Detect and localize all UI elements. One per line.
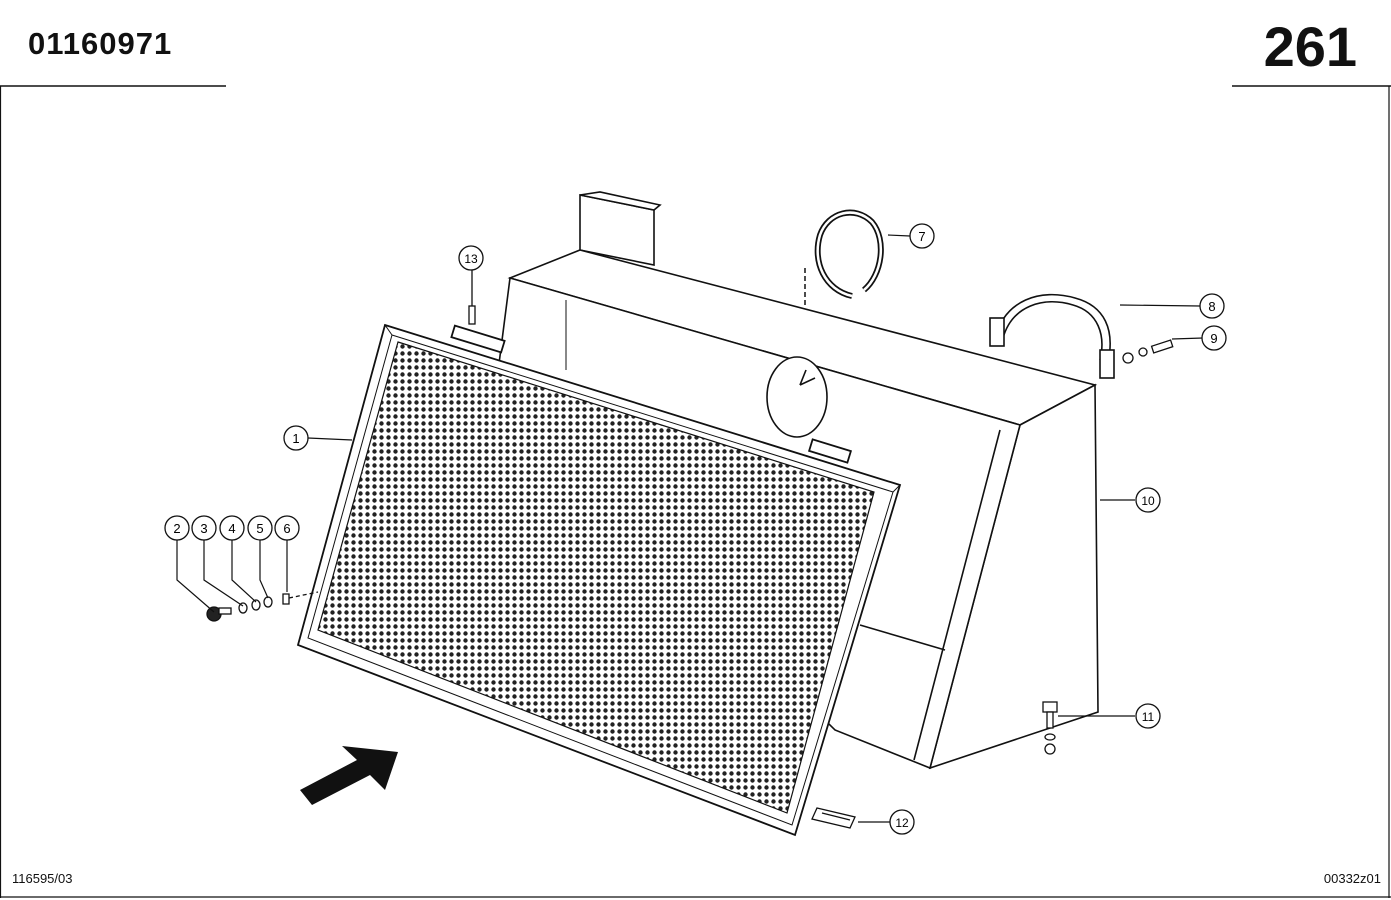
knob-assembly <box>206 591 319 622</box>
callout-10: 10 <box>1135 487 1161 513</box>
callout-3: 3 <box>191 515 217 541</box>
callout-6: 6 <box>274 515 300 541</box>
callout-label: 12 <box>895 816 909 830</box>
callout-label: 8 <box>1208 299 1215 314</box>
callout-4: 4 <box>219 515 245 541</box>
callout-13: 13 <box>458 245 484 271</box>
airflow-arrow <box>300 746 398 805</box>
callout-label: 5 <box>256 521 263 536</box>
drawing-code: 116595/03 <box>12 871 73 886</box>
callout-8: 8 <box>1199 293 1225 319</box>
page-number: 261 <box>1263 15 1357 78</box>
callout-label: 6 <box>283 521 290 536</box>
screw-set-9 <box>1122 337 1204 364</box>
leader-lines <box>176 234 1201 823</box>
callout-2: 2 <box>164 515 190 541</box>
page-frame <box>0 85 1391 898</box>
callout-label: 2 <box>173 521 180 536</box>
bolt-13 <box>468 270 476 325</box>
callout-label: 10 <box>1141 494 1155 508</box>
callout-label: 3 <box>200 521 207 536</box>
callout-label: 13 <box>464 252 478 266</box>
seal-ring <box>804 209 884 305</box>
callout-9: 9 <box>1201 325 1227 351</box>
callout-label: 4 <box>228 521 235 536</box>
callout-11: 11 <box>1135 703 1161 729</box>
bolt-11 <box>1042 701 1058 755</box>
callout-1: 1 <box>283 425 309 451</box>
image-code: 00332z01 <box>1323 871 1381 886</box>
callout-label: 1 <box>292 431 299 446</box>
strip-12 <box>811 807 856 829</box>
callout-12: 12 <box>889 809 915 835</box>
callout-label: 11 <box>1142 710 1155 724</box>
callout-label: 7 <box>918 229 925 244</box>
part-number: 01160971 <box>28 26 173 61</box>
handle <box>989 293 1115 379</box>
callout-label: 9 <box>1210 331 1217 346</box>
filter-panel <box>296 323 902 837</box>
callout-5: 5 <box>247 515 273 541</box>
callout-7: 7 <box>909 223 935 249</box>
